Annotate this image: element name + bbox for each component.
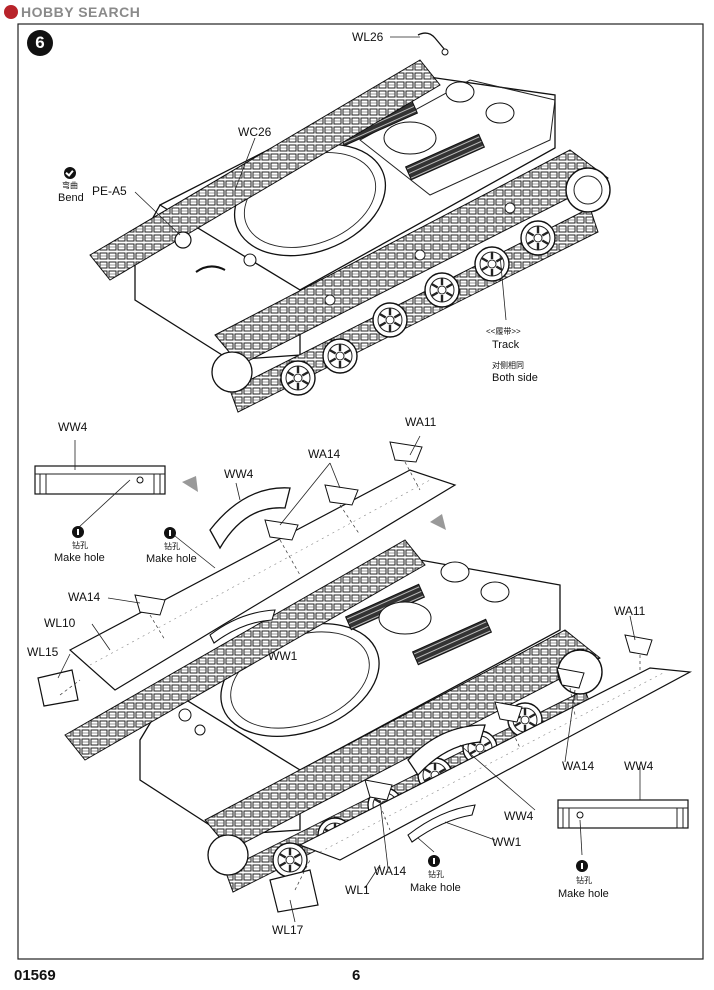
label-wa11-right: WA11 bbox=[614, 604, 646, 618]
label-wl15: WL15 bbox=[27, 645, 59, 659]
lower-tank bbox=[37, 441, 693, 913]
hole2-en: Make hole bbox=[146, 553, 197, 565]
track-cn: <<履带>> bbox=[486, 327, 521, 336]
label-ww4-near: WW4 bbox=[504, 809, 534, 823]
hole2-cn: 钻孔 bbox=[164, 542, 180, 551]
both-side-en: Both side bbox=[492, 372, 538, 384]
bend-en: Bend bbox=[58, 192, 84, 204]
bend-icon bbox=[64, 167, 76, 179]
logo-mark-icon bbox=[4, 5, 18, 19]
label-wa14-bottom: WA14 bbox=[374, 864, 407, 878]
label-wc26: WC26 bbox=[238, 125, 272, 139]
hole4-en: Make hole bbox=[558, 888, 609, 900]
page-number: 6 bbox=[352, 967, 361, 984]
label-ww4-inset-left: WW4 bbox=[58, 420, 88, 434]
hole3-en: Make hole bbox=[410, 882, 461, 894]
both-side-cn: 对侧相同 bbox=[492, 361, 524, 370]
hole4-cn: 钻孔 bbox=[576, 876, 592, 885]
watermark-text: HOBBY SEARCH bbox=[21, 4, 141, 20]
label-ww1-center: WW1 bbox=[268, 649, 298, 663]
bend-cn: 弯曲 bbox=[62, 181, 78, 190]
label-wa14-left: WA14 bbox=[68, 590, 101, 604]
hole3-cn: 钻孔 bbox=[428, 870, 444, 879]
watermark-logo: HOBBY SEARCH bbox=[4, 3, 140, 21]
hole1-cn: 钻孔 bbox=[72, 541, 88, 550]
hole1-en: Make hole bbox=[54, 552, 105, 564]
label-wl1: WL1 bbox=[345, 883, 370, 897]
label-wl17: WL17 bbox=[272, 923, 304, 937]
inset-ww4-right bbox=[557, 799, 689, 829]
label-pe-a5: PE-A5 bbox=[92, 184, 127, 198]
inset-ww4-left bbox=[34, 465, 166, 495]
label-wa11-top: WA11 bbox=[405, 415, 437, 429]
drill-icon-3 bbox=[428, 855, 440, 867]
label-ww4-far: WW4 bbox=[224, 467, 254, 481]
direction-hatch-marks bbox=[182, 476, 446, 530]
upper-tank bbox=[89, 32, 611, 413]
label-ww4-inset-right: WW4 bbox=[624, 759, 654, 773]
label-wa14-right: WA14 bbox=[562, 759, 595, 773]
track-en: Track bbox=[492, 339, 520, 351]
leader-lines bbox=[57, 36, 641, 923]
step-number-badge: 6 bbox=[27, 30, 53, 56]
label-wl26: WL26 bbox=[352, 30, 384, 44]
drill-icon-4 bbox=[576, 860, 588, 872]
label-wl10: WL10 bbox=[44, 616, 76, 630]
label-ww1-near: WW1 bbox=[492, 835, 522, 849]
drill-icon-2 bbox=[164, 527, 176, 539]
product-code: 01569 bbox=[14, 967, 56, 984]
drill-icon-1 bbox=[72, 526, 84, 538]
label-wa14-top: WA14 bbox=[308, 447, 341, 461]
